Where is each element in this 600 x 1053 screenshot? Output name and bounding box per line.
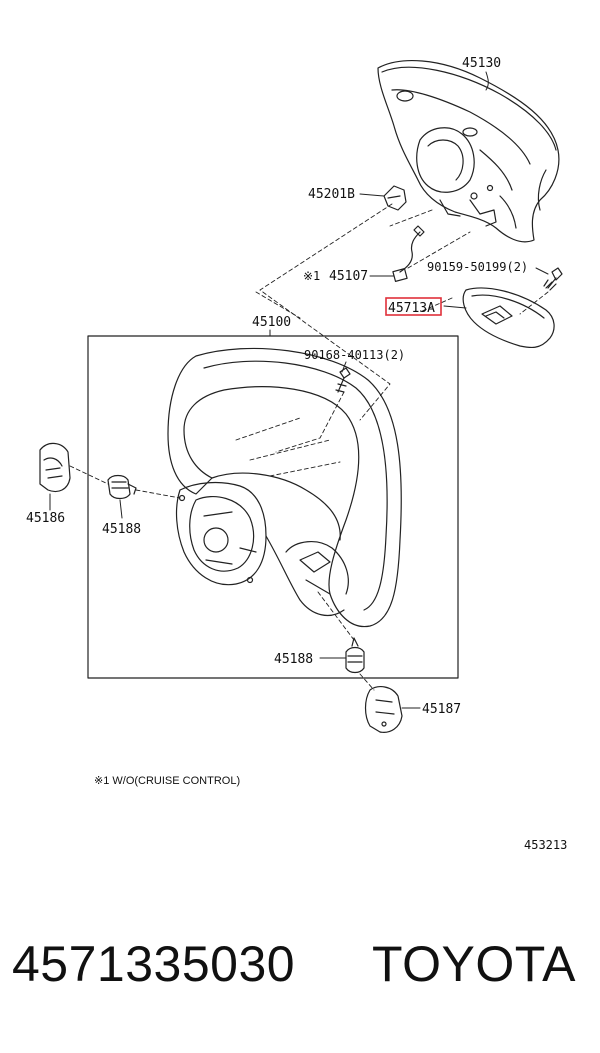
airbag-pad-45130 — [377, 60, 560, 243]
brand-name: TOYOTA — [372, 936, 576, 992]
callout-90168: 90168-40113(2) — [304, 348, 405, 362]
horn-wire-45107 — [392, 225, 425, 282]
callout-45187: 45187 — [422, 702, 461, 717]
assembly-lines — [69, 203, 549, 691]
callout-45201B: 45201B — [308, 187, 355, 202]
steering-wheel-45100 — [167, 347, 402, 628]
callout-45107-mark: ※1 — [303, 269, 320, 283]
callout-45130: 45130 — [462, 56, 501, 71]
callout-45713A: 45713A — [388, 301, 435, 316]
screw-45188-bottom — [345, 637, 365, 674]
screw-45188-left — [107, 474, 137, 500]
screw-90159 — [543, 267, 563, 291]
callout-45186: 45186 — [26, 511, 65, 526]
exploded-view-drawing: 45130 45201B ※1 45107 90159-50199(2) 457… — [26, 56, 567, 852]
part-number: 4571335030 — [12, 936, 296, 992]
callout-45188-left: 45188 — [102, 522, 141, 537]
part-footer: 4571335030 TOYOTA — [0, 935, 600, 1015]
callout-45188-bottom: 45188 — [274, 652, 313, 667]
highlight-box-45713A — [385, 297, 442, 316]
switch-45187 — [364, 686, 403, 733]
callout-45100: 45100 — [252, 315, 291, 330]
connector-45201B — [383, 185, 407, 211]
steering-wheel-assembly-frame — [87, 335, 459, 679]
figure-number: 453213 — [524, 838, 567, 852]
switch-45186 — [39, 442, 71, 493]
screw-90168 — [335, 367, 351, 393]
leader-lines — [49, 71, 549, 709]
footnote: ※1 W/O(CRUISE CONTROL) — [94, 775, 240, 787]
callout-90159: 90159-50199(2) — [427, 260, 528, 274]
callout-45107: 45107 — [329, 269, 368, 284]
cover-45713A — [462, 287, 555, 349]
